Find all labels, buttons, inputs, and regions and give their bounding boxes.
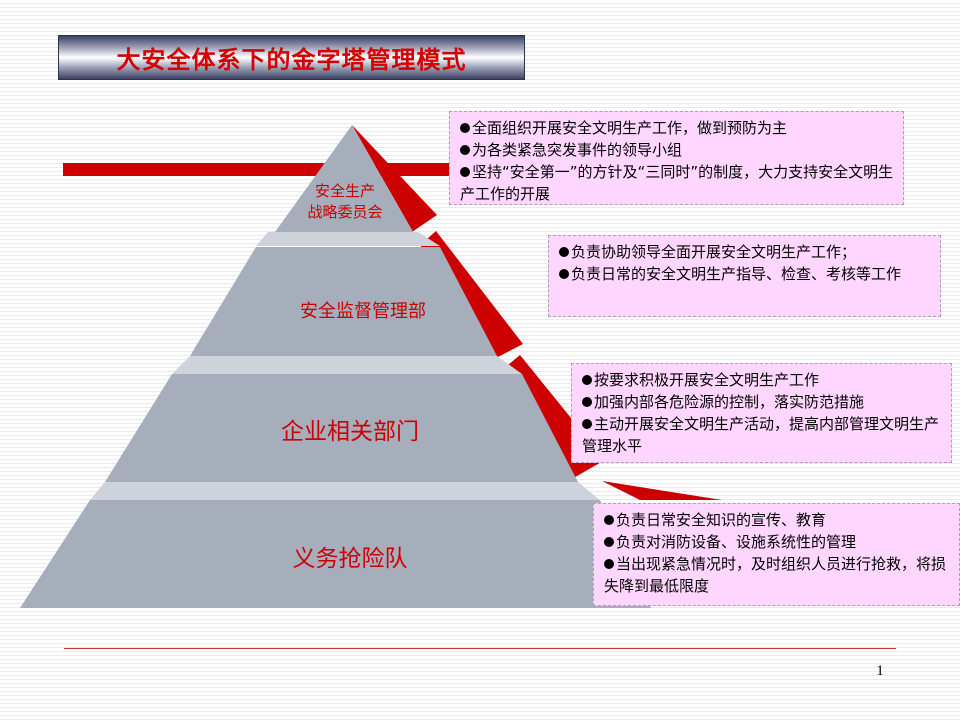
pyramid-level-label: 义务抢险队 — [292, 546, 408, 572]
description-box-4: 负责日常安全知识的宣传、教育 负责对消防设备、设施系统性的管理 当出现紧急情况时… — [593, 503, 960, 606]
list-item: 当出现紧急情况时，及时组织人员进行抢救，将损失降到最低限度 — [604, 555, 947, 595]
list-item: 为各类紧急突发事件的领导小组 — [460, 139, 895, 161]
tier-1-top — [256, 232, 440, 246]
tier-3-side — [602, 481, 722, 500]
tier-3-top — [90, 482, 600, 500]
bullet-dot-icon — [604, 536, 614, 547]
list-item: 坚持“安全第一”的方针及“三同时”的制度，大力支持安全文明生产工作的开展 — [460, 163, 894, 203]
bullet-dot-icon — [559, 268, 569, 279]
bullet-dot-icon — [460, 144, 470, 155]
list-item: 负责日常的安全文明生产指导、检查、考核等工作 — [559, 263, 932, 285]
bullet-dot-icon — [582, 396, 592, 407]
tier-2-face — [105, 374, 578, 482]
description-box-1: 全面组织开展安全文明生产工作，做到预防为主 为各类紧急突发事件的领导小组 坚持“… — [449, 111, 904, 205]
list-item: 负责日常安全知识的宣传、教育 — [604, 509, 951, 531]
description-box-3: 按要求积极开展安全文明生产工作 加强内部各危险源的控制，落实防范措施 主动开展安… — [571, 363, 952, 463]
list-item: 全面组织开展安全文明生产工作，做到预防为主 — [460, 117, 895, 139]
pyramid-level-label: 安全监督管理部 — [300, 301, 426, 322]
tier-2-top — [172, 356, 522, 374]
bullet-dot-icon — [604, 514, 614, 525]
list-item: 主动开展安全文明生产活动，提高内部管理文明生产管理水平 — [582, 415, 940, 455]
bullet-dot-icon — [460, 122, 470, 133]
list-item: 加强内部各危险源的控制，落实防范措施 — [582, 391, 943, 413]
pyramid-level-label: 企业相关部门 — [281, 419, 419, 445]
bullet-dot-icon — [559, 246, 569, 257]
bullet-dot-icon — [582, 418, 592, 429]
description-box-2: 负责协助领导全面开展安全文明生产工作； 负责日常的安全文明生产指导、检查、考核等… — [548, 235, 941, 317]
bullet-dot-icon — [460, 166, 470, 177]
slide-title: 大安全体系下的金字塔管理模式 — [116, 45, 467, 74]
page-number: 1 — [876, 663, 884, 679]
tier-1-face — [190, 247, 497, 356]
list-item: 按要求积极开展安全文明生产工作 — [582, 369, 943, 391]
list-item: 负责对消防设备、设施系统性的管理 — [604, 531, 951, 553]
tier-0-side — [352, 125, 437, 232]
tier-3-face — [20, 500, 651, 608]
list-item: 负责协助领导全面开展安全文明生产工作； — [559, 241, 932, 263]
bullet-dot-icon — [604, 558, 614, 569]
footer-divider — [64, 648, 896, 649]
pyramid-level-label: 安全生产 战略委员会 — [307, 182, 383, 221]
tier-0-face — [275, 125, 413, 232]
slide-title-bar: 大安全体系下的金字塔管理模式 — [58, 35, 525, 80]
bullet-dot-icon — [582, 374, 592, 385]
